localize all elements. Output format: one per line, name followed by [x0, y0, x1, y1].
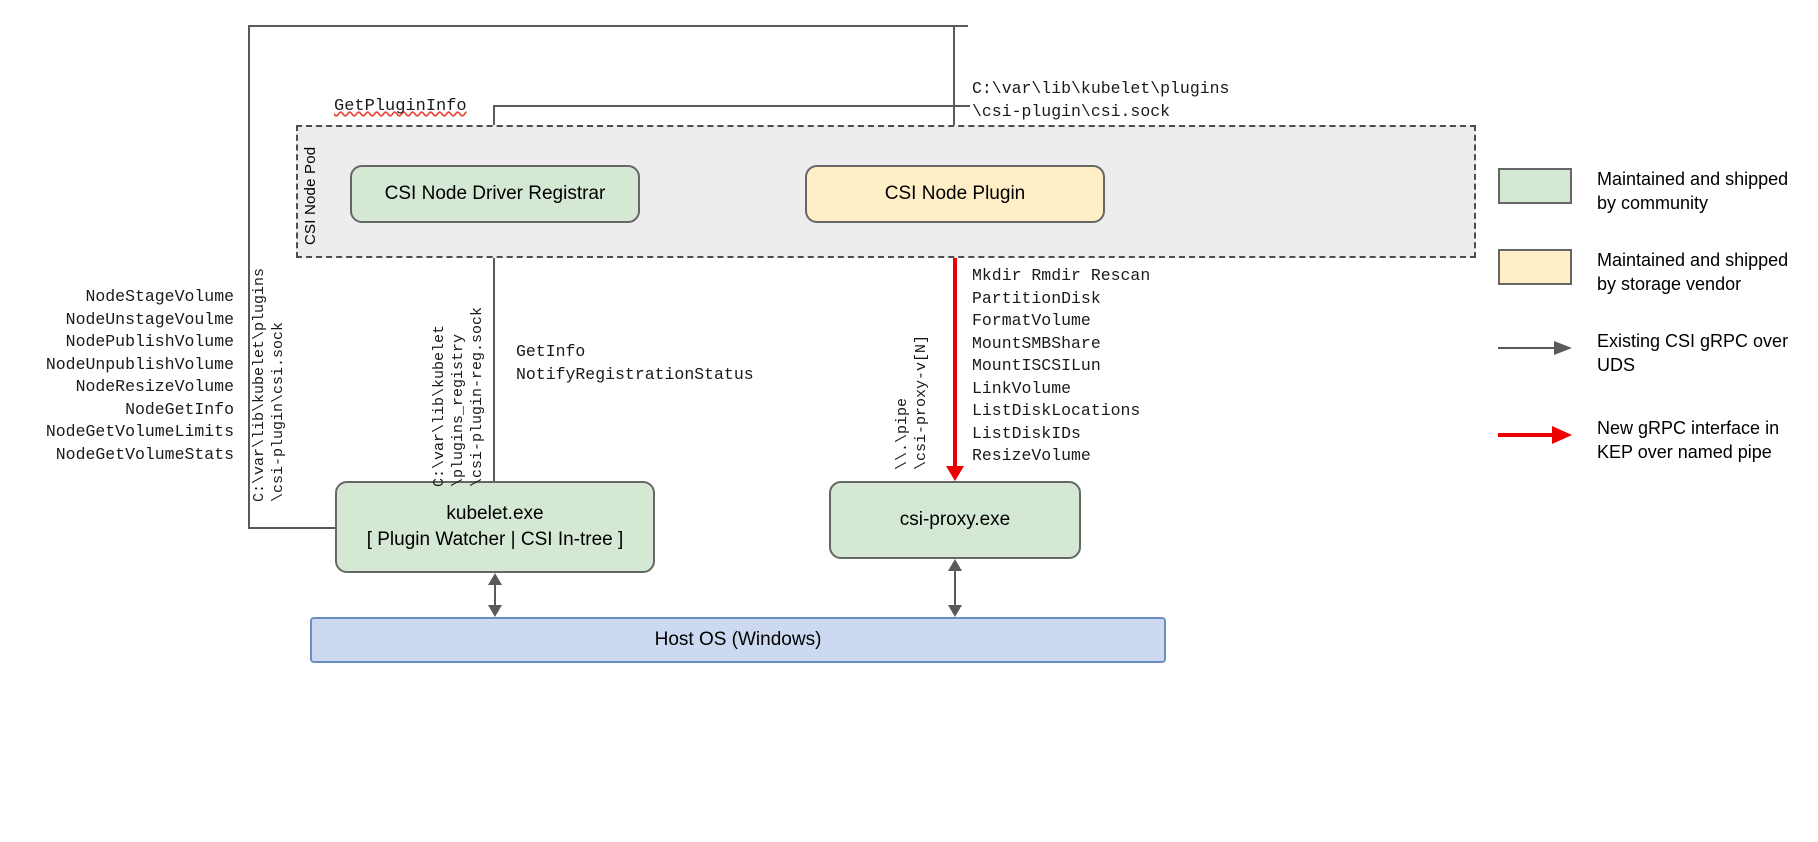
- legend-item-existing-grpc: Existing CSI gRPC over UDS: [1498, 330, 1804, 377]
- connector-csiproxy-hostos-arrow-up: [948, 559, 962, 571]
- node-box-csi-proxy-exe[interactable]: csi-proxy.exe: [829, 481, 1081, 559]
- connector-csiproxy-hostos-line: [954, 571, 956, 611]
- connector-kubelet-hostos-arrow-down: [488, 605, 502, 617]
- legend-swatch-yellow: [1498, 249, 1572, 285]
- csi-node-pod-label: CSI Node Pod: [302, 146, 319, 246]
- connector-kubelet-to-registrar-horizontal-bottom: [248, 527, 338, 529]
- node-box-label: CSI Node Driver Registrar: [384, 183, 606, 205]
- node-box-kubelet-exe[interactable]: kubelet.exe [ Plugin Watcher | CSI In-tr…: [335, 481, 655, 573]
- label-node-service-rpcs: NodeStageVolume NodeUnstageVoulme NodePu…: [45, 287, 234, 464]
- legend-arrow-red-icon: [1498, 417, 1572, 453]
- label-csi-plugin-socket-path: C:\var\lib\kubelet\plugins \csi-plugin\c…: [972, 79, 1230, 121]
- legend-swatch-green: [1498, 168, 1572, 204]
- node-box-label: Host OS (Windows): [654, 629, 822, 651]
- label-named-pipe-path-vertical: \\.\pipe \csi-proxy-v[N]: [894, 334, 930, 470]
- node-box-label: csi-proxy.exe: [899, 509, 1011, 531]
- legend-label-new-grpc: New gRPC interface in KEP over named pip…: [1597, 418, 1780, 462]
- connector-kubelet-to-registrar-horizontal-top: [248, 25, 968, 27]
- legend-arrow-gray-icon: [1498, 330, 1572, 366]
- connector-kubelet-to-registrar-vertical-left: [248, 25, 250, 528]
- connector-registrar-inbound-horizontal: [493, 105, 970, 107]
- legend-item-storage-vendor: Maintained and shipped by storage vendor: [1498, 249, 1804, 296]
- label-uds-csi-socket-path-vertical: C:\var\lib\kubelet\plugins \csi-plugin\c…: [251, 267, 287, 502]
- node-box-csi-node-plugin[interactable]: CSI Node Plugin: [805, 165, 1105, 223]
- label-csi-proxy-rpcs: Mkdir Rmdir Rescan PartitionDisk FormatV…: [972, 266, 1151, 465]
- connector-kubelet-hostos-line: [494, 585, 496, 611]
- legend-label-community: Maintained and shipped by community: [1597, 169, 1789, 213]
- legend-item-new-grpc: New gRPC interface in KEP over named pip…: [1498, 417, 1804, 464]
- legend-item-community: Maintained and shipped by community: [1498, 168, 1804, 215]
- node-box-label: CSI Node Plugin: [884, 183, 1026, 205]
- label-uds-registration-socket-path-vertical: C:\var\lib\kubelet \plugins_registry \cs…: [431, 306, 486, 487]
- connector-nodeplugin-to-csiproxy-arrowhead: [946, 466, 964, 481]
- connector-nodeplugin-to-csiproxy-line: [953, 223, 957, 468]
- legend-label-storage-vendor: Maintained and shipped by storage vendor: [1597, 250, 1789, 294]
- connector-kubelet-hostos-arrow-up: [488, 573, 502, 585]
- label-registration-rpcs: GetInfo NotifyRegistrationStatus: [516, 342, 754, 384]
- connector-nodeplugin-inbound-vertical: [953, 25, 955, 151]
- node-box-label-secondary: [ Plugin Watcher | CSI In-tree ]: [366, 529, 624, 550]
- node-box-label-primary: kubelet.exe: [446, 503, 544, 525]
- label-get-plugin-info: GetPluginInfo: [334, 97, 467, 116]
- connector-registrar-registration-vertical: [493, 238, 495, 481]
- legend: Maintained and shipped by community Main…: [1498, 168, 1804, 504]
- node-box-host-os[interactable]: Host OS (Windows): [310, 617, 1166, 663]
- legend-label-existing-grpc: Existing CSI gRPC over UDS: [1597, 331, 1789, 375]
- connector-csiproxy-hostos-arrow-down: [948, 605, 962, 617]
- node-box-csi-node-driver-registrar[interactable]: CSI Node Driver Registrar: [350, 165, 640, 223]
